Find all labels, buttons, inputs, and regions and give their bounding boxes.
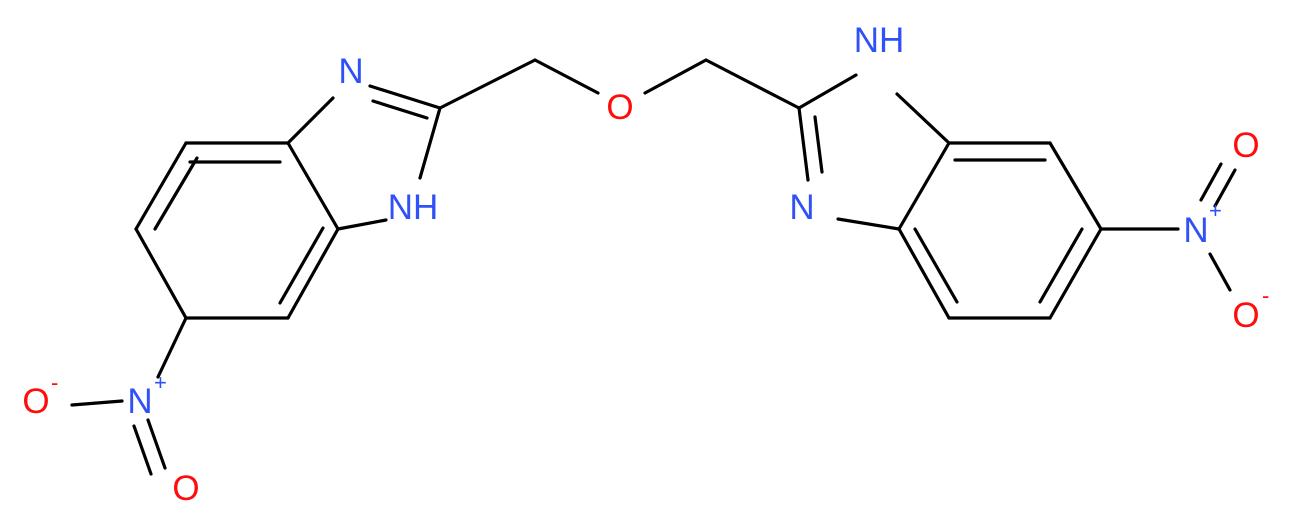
bond	[134, 227, 188, 320]
bond	[897, 227, 951, 320]
atom-labels: N NH O NH N N + O - O N + O O -	[22, 21, 1269, 508]
charge-minus-left: -	[51, 370, 58, 395]
bond	[797, 73, 858, 110]
bond	[1048, 141, 1103, 231]
atom-label-n-left-imine: N	[338, 52, 363, 91]
atom-label-nitro-o-minus-left: O	[22, 382, 49, 421]
bond	[418, 106, 442, 180]
bond	[371, 99, 429, 120]
bond	[336, 218, 388, 231]
bond	[134, 141, 188, 231]
charge-plus-right: +	[1209, 198, 1222, 223]
bond	[533, 58, 600, 95]
bond	[1048, 227, 1103, 320]
bond	[1038, 227, 1084, 304]
bond	[146, 418, 167, 470]
atom-label-nitro-o-double-left: O	[172, 469, 199, 508]
bond	[368, 84, 442, 110]
bond	[286, 96, 335, 145]
bond	[704, 58, 801, 110]
bond	[1213, 168, 1237, 208]
bond	[153, 156, 199, 231]
bond	[1208, 252, 1232, 292]
atom-label-nitro-o-double-right: O	[1232, 126, 1259, 165]
atom-label-nh-right: NH	[854, 21, 905, 60]
bond	[836, 217, 901, 231]
atom-label-nitro-n-right: N	[1183, 211, 1208, 250]
bond	[286, 141, 340, 231]
atom-label-nitro-o-minus-right: O	[1232, 296, 1259, 335]
bond	[813, 115, 824, 174]
bond	[156, 316, 188, 379]
bond	[643, 58, 708, 95]
bond	[895, 92, 951, 145]
bond	[897, 141, 951, 231]
atom-label-n-right-imine: N	[789, 188, 814, 227]
bond	[286, 227, 340, 320]
bond	[797, 106, 810, 182]
bond	[132, 424, 153, 476]
atom-label-nitro-n-left: N	[127, 382, 152, 421]
bond	[913, 227, 959, 304]
bond	[438, 58, 537, 110]
bonds	[70, 58, 1237, 476]
atom-label-o-ether: O	[606, 88, 633, 127]
charge-plus-left: +	[154, 370, 167, 395]
bond	[278, 226, 325, 305]
charge-minus-right: -	[1262, 283, 1269, 308]
bond	[70, 399, 124, 407]
atom-label-nh-left: NH	[388, 188, 439, 227]
bond	[1199, 162, 1223, 202]
